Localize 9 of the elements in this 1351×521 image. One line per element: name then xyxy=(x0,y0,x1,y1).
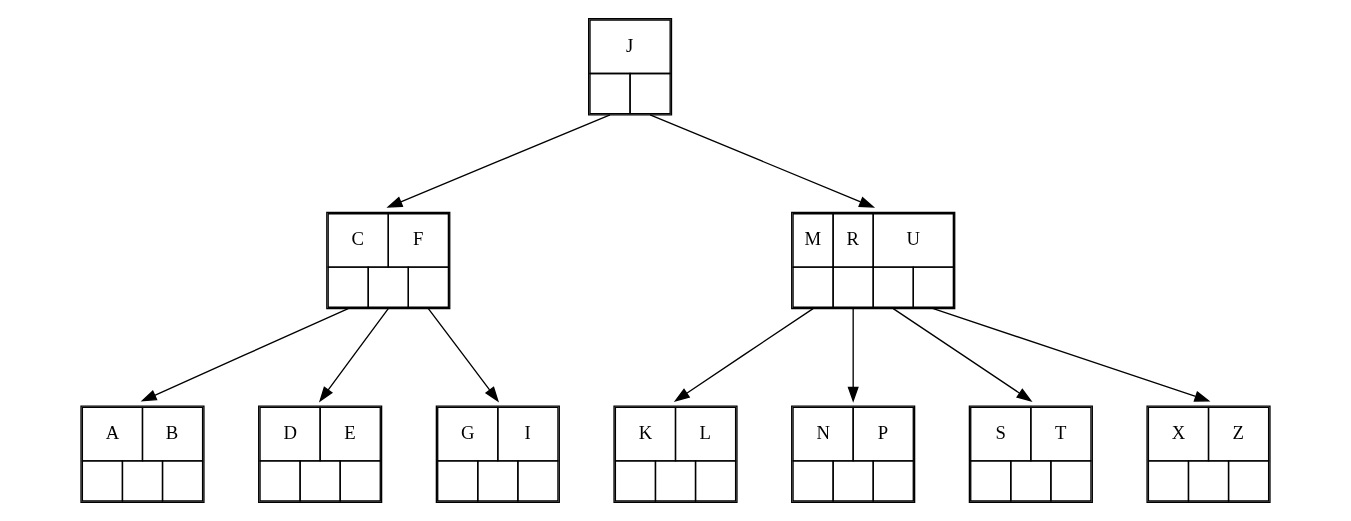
arrow xyxy=(427,307,500,403)
arrow xyxy=(673,307,814,402)
arrow xyxy=(386,114,611,208)
arrow xyxy=(649,114,876,208)
arrow xyxy=(892,307,1033,402)
arrow xyxy=(847,307,859,403)
arrow xyxy=(140,307,349,402)
arrow xyxy=(318,307,389,403)
arrow xyxy=(932,307,1211,402)
